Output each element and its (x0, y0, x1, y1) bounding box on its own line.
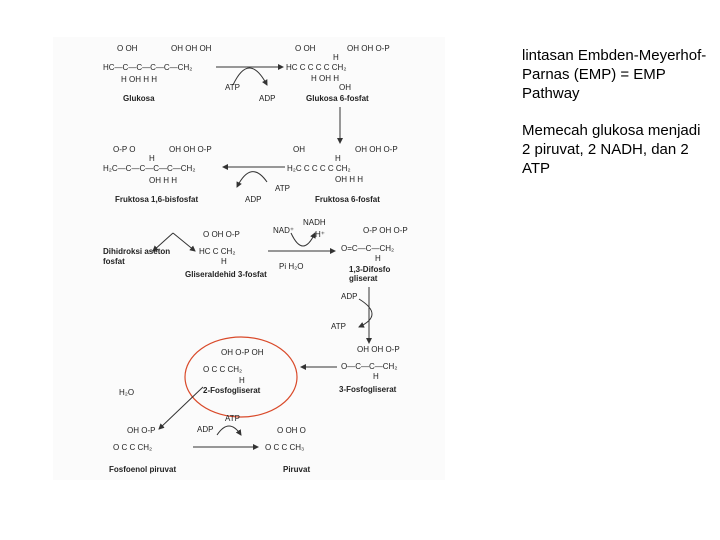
svg-text:O C C CH₂: O C C CH₂ (113, 443, 152, 452)
fruktosa-1-6-bisfosfat-structure: O-P O OH OH O-P H H₂C—C—C—C—C—CH₂ OH H H (103, 145, 212, 185)
glycolysis-diagram: O OH OH OH OH HC—C—C—C—C—CH₂ H OH H H Gl… (103, 44, 408, 474)
label-fosfoenol-piruvat: Fosfoenol piruvat (109, 465, 176, 474)
label-gliseraldehid-3-fosfat: Gliseraldehid 3-fosfat (185, 270, 267, 279)
svg-text:OH O-P: OH O-P (127, 426, 155, 435)
nad: NAD⁺ (273, 226, 294, 235)
svg-text:H: H (221, 257, 227, 266)
fosfoenol-piruvat-structure: OH O-P O C C CH₂ (113, 426, 155, 452)
pathway-heading: lintasan Embden-Meyerhof-Parnas (EMP) = … (522, 47, 707, 102)
svg-text:OH: OH (293, 145, 305, 154)
adp-atp-loop-3 (358, 298, 373, 328)
svg-text:OH OH O-P: OH OH O-P (169, 145, 212, 154)
svg-text:H: H (373, 372, 379, 381)
svg-text:OH OH O-P: OH OH O-P (357, 345, 400, 354)
svg-text:O-P O: O-P O (113, 145, 136, 154)
svg-text:H OH H H: H OH H H (121, 75, 157, 84)
label-fruktosa-1-6-bisfosfat: Fruktosa 1,6-bisfosfat (115, 195, 198, 204)
adp-3: ADP (341, 292, 357, 301)
label-fruktosa-6-fosfat: Fruktosa 6-fosfat (315, 195, 380, 204)
h2o: H₂O (119, 388, 134, 397)
svg-text:H₂C—C—C—C—C—CH₂: H₂C—C—C—C—C—CH₂ (103, 164, 195, 173)
nad-loop (290, 232, 316, 247)
svg-text:O C C CH₃: O C C CH₃ (265, 443, 304, 452)
atp-2: ATP (275, 184, 290, 193)
svg-text:O OH: O OH (295, 44, 316, 53)
highlight-circle (184, 336, 298, 418)
piruvat-structure: O OH O O C C CH₃ (265, 426, 306, 452)
gliseraldehid-3-fosfat-structure: O OH O-P HC C CH₂ H (199, 230, 240, 266)
svg-text:OH OH OH: OH OH OH (171, 44, 212, 53)
glukosa-structure: O OH OH OH OH HC—C—C—C—C—CH₂ H OH H H (103, 44, 212, 84)
label-glukosa-6-fosfat: Glukosa 6-fosfat (306, 94, 369, 103)
atp-1: ATP (225, 83, 240, 92)
svg-text:O OH O-P: O OH O-P (203, 230, 240, 239)
pi-h2o: Pi H₂O (279, 262, 303, 271)
svg-text:H: H (149, 154, 155, 163)
svg-text:HC—C—C—C—C—CH₂: HC—C—C—C—C—CH₂ (103, 63, 192, 72)
svg-text:O—C—C—CH₂: O—C—C—CH₂ (341, 362, 397, 371)
svg-text:H OH H: H OH H (311, 74, 339, 83)
svg-text:O OH: O OH (117, 44, 138, 53)
label-fosfogliserat-3: 3-Fosfogliserat (339, 385, 397, 394)
svg-text:HC C CH₂: HC C CH₂ (199, 247, 235, 256)
svg-text:OH H H: OH H H (335, 175, 363, 184)
svg-text:OH O-P OH: OH O-P OH (221, 348, 264, 357)
adp-2: ADP (245, 195, 261, 204)
fosfogliserat-3-structure: OH OH O-P O—C—C—CH₂ H (341, 345, 400, 381)
svg-text:HC C C C C CH₂: HC C C C C CH₂ (286, 63, 346, 72)
atp-3: ATP (331, 322, 346, 331)
pathway-diagram-image: O OH OH OH OH HC—C—C—C—C—CH₂ H OH H H Gl… (53, 37, 445, 480)
atp-4: ATP (225, 414, 240, 423)
svg-text:O-P OH O-P: O-P OH O-P (363, 226, 408, 235)
svg-text:H₂C C C C C CH₂: H₂C C C C C CH₂ (287, 164, 351, 173)
fruktosa-6-fosfat-structure: OH OH OH O-P H H₂C C C C C CH₂ OH H H (287, 145, 398, 184)
label-glukosa: Glukosa (123, 94, 155, 103)
dihidroksi-aseton-fosfat-label: Dihidroksi aseton fosfat (103, 247, 170, 266)
svg-text:H: H (239, 376, 245, 385)
svg-text:OH OH O-P: OH OH O-P (347, 44, 390, 53)
adp-atp-loop-4 (216, 425, 242, 436)
nadh: NADH (303, 218, 326, 227)
svg-text:OH: OH (339, 83, 351, 92)
svg-text:H: H (335, 154, 341, 163)
svg-text:H: H (375, 254, 381, 263)
fosfogliserat-2-structure: OH O-P OH O C C CH₂ H (203, 348, 264, 385)
adp-1: ADP (259, 94, 275, 103)
side-text: lintasan Embden-Meyerhof-Parnas (EMP) = … (522, 46, 712, 196)
glukosa-6-fosfat-structure: O OH OH OH O-P H HC C C C C CH₂ H OH H O… (286, 44, 390, 92)
difosfogliserat-1-3-structure: O-P OH O-P O=C—C—CH₂ H (341, 226, 408, 263)
atp-adp-loop-1 (232, 67, 268, 86)
label-piruvat: Piruvat (283, 465, 310, 474)
svg-text:O OH O: O OH O (277, 426, 306, 435)
svg-text:OH H H: OH H H (149, 176, 177, 185)
label-difosfogliserat-1-3: 1,3-Difosfo gliserat (349, 265, 390, 283)
arrow-split-to-g3p (172, 232, 196, 252)
arrow-2pg-to-pep (158, 386, 204, 430)
atp-adp-loop-2 (236, 171, 268, 188)
svg-text:H: H (333, 53, 339, 62)
svg-text:O=C—C—CH₂: O=C—C—CH₂ (341, 244, 394, 253)
pathway-summary: Memecah glukosa menjadi 2 piruvat, 2 NAD… (522, 122, 701, 177)
label-fosfogliserat-2: 2-Fosfogliserat (203, 386, 261, 395)
svg-text:OH OH O-P: OH OH O-P (355, 145, 398, 154)
adp-4: ADP (197, 425, 213, 434)
h-plus: H⁺ (315, 230, 325, 239)
arrow-split-to-dhap (152, 232, 174, 252)
svg-text:O C C CH₂: O C C CH₂ (203, 365, 242, 374)
